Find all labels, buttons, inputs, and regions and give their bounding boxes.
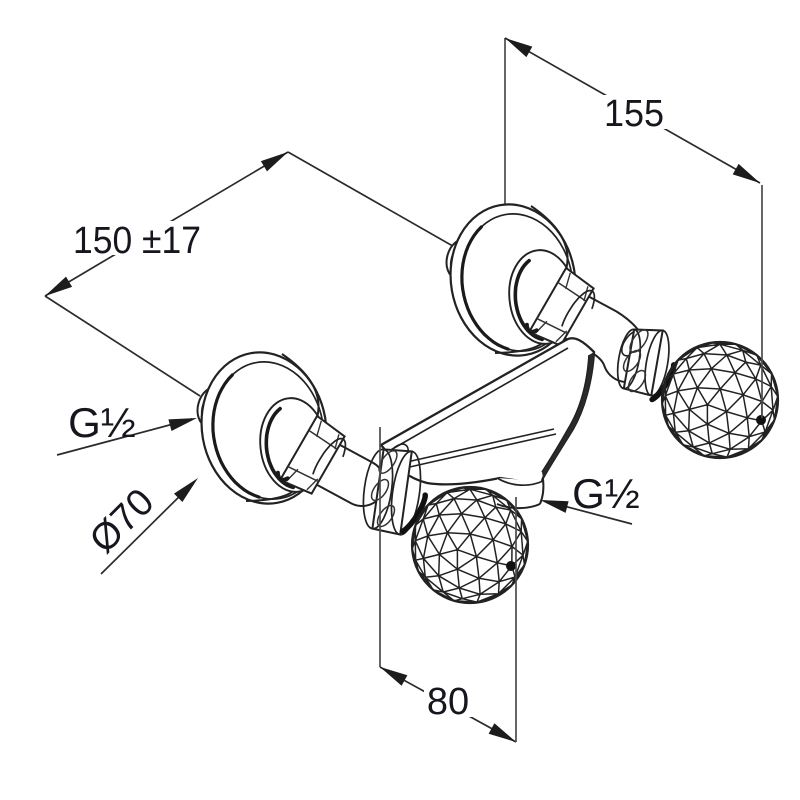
- svg-text:80: 80: [427, 681, 469, 723]
- svg-text:150 ±17: 150 ±17: [73, 220, 201, 262]
- svg-text:155: 155: [604, 93, 664, 135]
- svg-text:G½: G½: [68, 399, 136, 446]
- svg-text:G½: G½: [572, 470, 640, 517]
